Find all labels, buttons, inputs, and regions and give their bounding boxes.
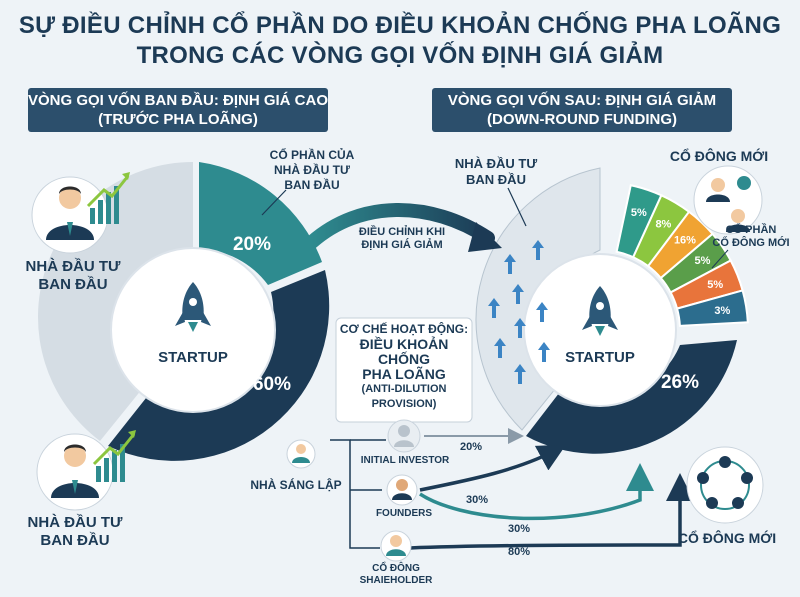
adjustment-arrow: [305, 203, 495, 249]
flow-pct-2: 30%: [466, 494, 489, 506]
left-pct-top: 20%: [233, 234, 271, 255]
left-callout-pointer: [261, 189, 287, 216]
left-callout-line-3: BAN ĐẦU: [284, 178, 340, 192]
mechanism-line-1: CƠ CHẾ HOẠT ĐỘNG:: [339, 322, 469, 336]
left-top-investor-line-2: BAN ĐẦU: [38, 276, 108, 293]
new-share-line-1: CỔ PHẦN: [725, 224, 777, 236]
left-bottom-investor-line-1: NHÀ ĐẦU TƯ: [27, 514, 123, 531]
left-donut-teal-segment: [199, 162, 322, 285]
left-callout: CỔ PHẦN CỦA NHÀ ĐẦU TƯ BAN ĐẦU: [262, 148, 362, 193]
left-bottom-investor-line-2: BAN ĐẦU: [40, 532, 110, 549]
new-shareholders-share-label: CỔ PHẦN CỔ ĐÔNG MỚI: [706, 224, 796, 250]
title-line-1: SỰ ĐIỀU CHỈNH CỔ PHẦN DO ĐIỀU KHOẢN CHỐN…: [18, 12, 782, 39]
mechanism-line-3: CHỐNG: [377, 351, 431, 367]
right-donut-slices: 5% 8%16% 5% 5% 3%: [615, 184, 749, 327]
right-investor-label: NHÀ ĐẦU TƯ BAN ĐẦU: [446, 156, 546, 188]
new-shareholders-bottom-icon: [686, 446, 764, 524]
right-banner: VÒNG GỌI VỐN SAU: ĐỊNH GIÁ GIẢM (DOWN-RO…: [432, 88, 732, 132]
left-rocket-icon: [175, 282, 211, 332]
founder-icon: [286, 439, 316, 469]
arrow-label-line-2: ĐỊNH GIÁ GIẢM: [361, 239, 443, 251]
shareholder-icon: [380, 530, 412, 562]
left-callout-line-1: CỔ PHẦN CỦA: [269, 148, 355, 162]
founders-icon: [386, 474, 418, 506]
mechanism-line-2: ĐIỀU KHOẢN: [359, 336, 449, 352]
left-top-investor-line-1: NHÀ ĐẦU TƯ: [25, 258, 121, 275]
shareholder-line-2: SHAIEHOLDER: [359, 575, 433, 586]
right-pct-big: 26%: [661, 372, 699, 393]
left-bottom-growth-chart-icon: [92, 430, 136, 482]
title-line-2: TRONG CÁC VÒNG GỌI VỐN ĐỊNH GIÁ GIẢM: [136, 42, 664, 69]
new-shareholders-top-icon: [693, 165, 763, 235]
right-banner-line-2: (DOWN-ROUND FUNDING): [487, 111, 677, 128]
adjustment-arrow-head: [468, 222, 502, 252]
left-startup-label: STARTUP: [158, 349, 228, 366]
right-investor-line-1: NHÀ ĐẦU TƯ: [454, 156, 538, 171]
right-slice-6: [675, 289, 749, 327]
left-pct-bottom: 60%: [253, 374, 291, 395]
right-rocket-icon: [582, 286, 618, 336]
right-donut: [475, 167, 737, 454]
right-startup-label: STARTUP: [565, 349, 635, 366]
left-callout-line-2: NHÀ ĐẦU TƯ: [274, 163, 350, 177]
left-top-investor-icon: [31, 176, 109, 254]
right-slice-label-1: 5%: [631, 207, 647, 219]
mechanism-text: CƠ CHẾ HOẠT ĐỘNG: ĐIỀU KHOẢN CHỐNG PHA L…: [336, 322, 472, 412]
right-investor-pointer: [507, 187, 527, 227]
left-top-investor-label: NHÀ ĐẦU TƯ BAN ĐẦU: [18, 258, 128, 294]
new-shareholders-top-label: CỔ ĐÔNG MỚI: [669, 148, 769, 164]
arrow-label: ĐIỀU CHỈNH KHI ĐỊNH GIÁ GIẢM: [352, 226, 452, 252]
new-share-pointer: [711, 249, 729, 269]
mechanism-line-4: PHA LOÃNG: [362, 366, 446, 382]
left-bottom-investor-label: NHÀ ĐẦU TƯ BAN ĐẦU: [20, 514, 130, 550]
flow-lines: [330, 428, 694, 550]
arrow-label-line-1: ĐIỀU CHỈNH KHI: [358, 226, 446, 238]
left-donut: [37, 162, 330, 461]
shareholder-line-1: CỔ ĐÔNG: [372, 563, 420, 574]
flow-pct-3: 30%: [508, 523, 531, 535]
founders-label: FOUNDERS: [375, 508, 433, 519]
left-banner-line-1: VÒNG GỌI VỐN BAN ĐẦU: ĐỊNH GIÁ CAO: [28, 92, 329, 109]
initial-investor-label: INITIAL INVESTOR: [360, 455, 450, 466]
mechanism-line-5: (ANTI-DILUTION: [361, 383, 447, 395]
left-banner: VÒNG GỌI VỐN BAN ĐẦU: ĐỊNH GIÁ CAO (TRƯỚ…: [28, 88, 328, 132]
right-investor-line-2: BAN ĐẦU: [466, 172, 526, 187]
right-slice-label-3: 16%: [674, 235, 696, 247]
right-banner-line-1: VÒNG GỌI VỐN SAU: ĐỊNH GIÁ GIẢM: [447, 92, 717, 109]
left-top-growth-chart-icon: [86, 172, 130, 224]
flow-pct-4: 80%: [508, 546, 531, 558]
right-slice-label-5: 5%: [707, 279, 723, 291]
left-banner-line-2: (TRƯỚC PHA LOÃNG): [98, 111, 258, 128]
right-slice-label-4: 5%: [695, 255, 711, 267]
flow-pct-1: 20%: [460, 441, 483, 453]
new-shareholders-bottom-label: CỔ ĐÔNG MỚI: [677, 530, 777, 546]
left-bottom-investor-icon: [36, 433, 114, 511]
right-slice-label-2: 8%: [655, 218, 671, 230]
up-arrows: [488, 240, 550, 384]
initial-investor-icon: [387, 419, 421, 453]
right-slice-label-6: 3%: [714, 305, 730, 317]
founder-label: NHÀ SÁNG LẬP: [250, 478, 342, 492]
shareholder-label: CỔ ĐÔNG SHAIEHOLDER: [346, 563, 446, 587]
new-share-line-2: CỔ ĐÔNG MỚI: [712, 237, 790, 249]
mechanism-line-6: PROVISION): [371, 398, 437, 410]
